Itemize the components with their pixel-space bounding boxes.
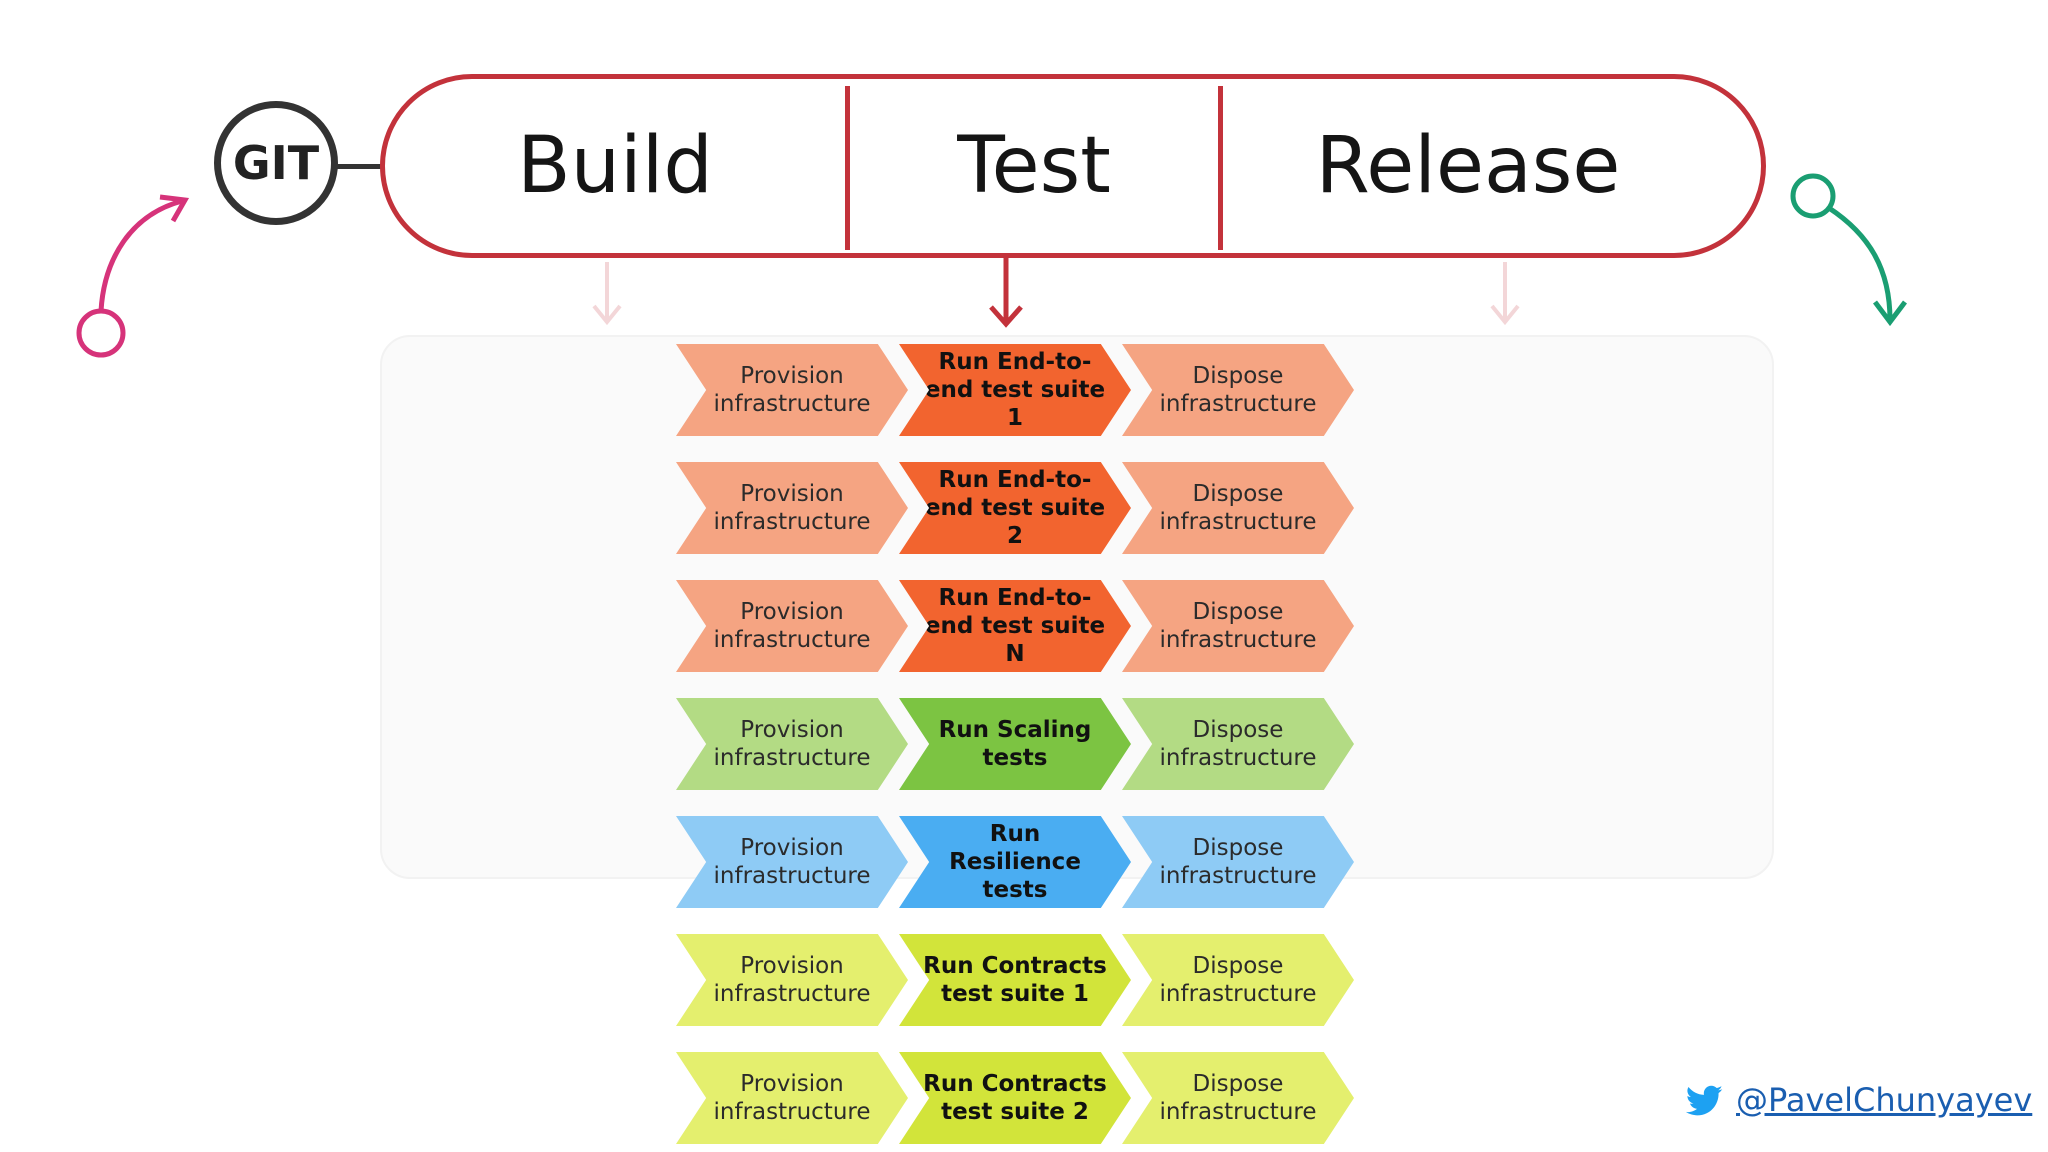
test-step-label: Run Resilience tests (949, 821, 1081, 903)
pipeline-divider (845, 86, 850, 250)
provision-step-label: Provision infrastructure (713, 599, 871, 653)
provision-step-label: Provision infrastructure (713, 835, 871, 889)
twitter-bird-icon (1685, 1085, 1723, 1116)
pipeline-divider (1218, 86, 1223, 250)
test-row: Provision infrastructure Run Scaling test… (676, 698, 1366, 790)
provision-step-label: Provision infrastructure (713, 717, 871, 771)
git-label: GIT (232, 136, 320, 190)
dispose-step: Dispose infrastructure (1122, 580, 1354, 672)
dispose-step: Dispose infrastructure (1122, 698, 1354, 790)
test-step: Run Contracts test suite 1 (899, 934, 1131, 1026)
provision-step: Provision infrastructure (676, 462, 908, 554)
provision-step-label: Provision infrastructure (713, 953, 871, 1007)
test-row: Provision infrastructure Run End-to-end t… (676, 344, 1366, 436)
git-curve-arrow (76, 194, 190, 358)
test-step-label: Run Contracts test suite 2 (923, 1071, 1107, 1125)
dispose-step-label: Dispose infrastructure (1159, 953, 1317, 1007)
release-curve-arrow (1790, 173, 1907, 327)
git-connector (336, 164, 382, 169)
test-step-label: Run End-to-end test suite N (924, 585, 1106, 667)
stage-build: Build (517, 121, 713, 211)
provision-step: Provision infrastructure (676, 344, 908, 436)
test-step: Run Scaling tests (899, 698, 1131, 790)
dispose-step: Dispose infrastructure (1122, 344, 1354, 436)
pipeline-capsule (380, 74, 1766, 258)
dispose-step-label: Dispose infrastructure (1159, 1071, 1317, 1125)
twitter-handle-link[interactable]: @PavelChunyayev (1736, 1081, 2033, 1119)
test-step: Run End-to-end test suite 2 (899, 462, 1131, 554)
dispose-step-label: Dispose infrastructure (1159, 363, 1317, 417)
test-step: Run Contracts test suite 2 (899, 1052, 1131, 1144)
provision-step: Provision infrastructure (676, 698, 908, 790)
test-row: Provision infrastructure Run Resilience t… (676, 816, 1366, 908)
test-step: Run End-to-end test suite N (899, 580, 1131, 672)
test-row: Provision infrastructure Run End-to-end t… (676, 580, 1366, 672)
provision-step-label: Provision infrastructure (713, 481, 871, 535)
dispose-step: Dispose infrastructure (1122, 462, 1354, 554)
test-step-label: Run End-to-end test suite 2 (924, 467, 1106, 549)
dispose-step-label: Dispose infrastructure (1159, 481, 1317, 535)
provision-step-label: Provision infrastructure (713, 1071, 871, 1125)
git-circle: GIT (214, 101, 338, 225)
test-row: Provision infrastructure Run Contracts te… (676, 1052, 1366, 1144)
test-step-label: Run Contracts test suite 1 (923, 953, 1107, 1007)
dispose-step-label: Dispose infrastructure (1159, 835, 1317, 889)
stage-release: Release (1315, 121, 1621, 211)
provision-step: Provision infrastructure (676, 580, 908, 672)
test-step: Run Resilience tests (899, 816, 1131, 908)
provision-step: Provision infrastructure (676, 816, 908, 908)
dispose-step: Dispose infrastructure (1122, 934, 1354, 1026)
provision-step: Provision infrastructure (676, 1052, 908, 1144)
dispose-step-label: Dispose infrastructure (1159, 717, 1317, 771)
provision-step: Provision infrastructure (676, 934, 908, 1026)
test-step-label: Run End-to-end test suite 1 (924, 349, 1106, 431)
stage-test: Test (957, 121, 1111, 211)
test-step-label: Run Scaling tests (938, 717, 1092, 771)
test-row: Provision infrastructure Run Contracts te… (676, 934, 1366, 1026)
test-step: Run End-to-end test suite 1 (899, 344, 1131, 436)
test-row: Provision infrastructure Run End-to-end t… (676, 462, 1366, 554)
dispose-step-label: Dispose infrastructure (1159, 599, 1317, 653)
provision-step-label: Provision infrastructure (713, 363, 871, 417)
test-down-arrow (989, 258, 1023, 328)
dispose-step: Dispose infrastructure (1122, 816, 1354, 908)
dispose-step: Dispose infrastructure (1122, 1052, 1354, 1144)
twitter-credit: @PavelChunyayev (1680, 1078, 2032, 1122)
